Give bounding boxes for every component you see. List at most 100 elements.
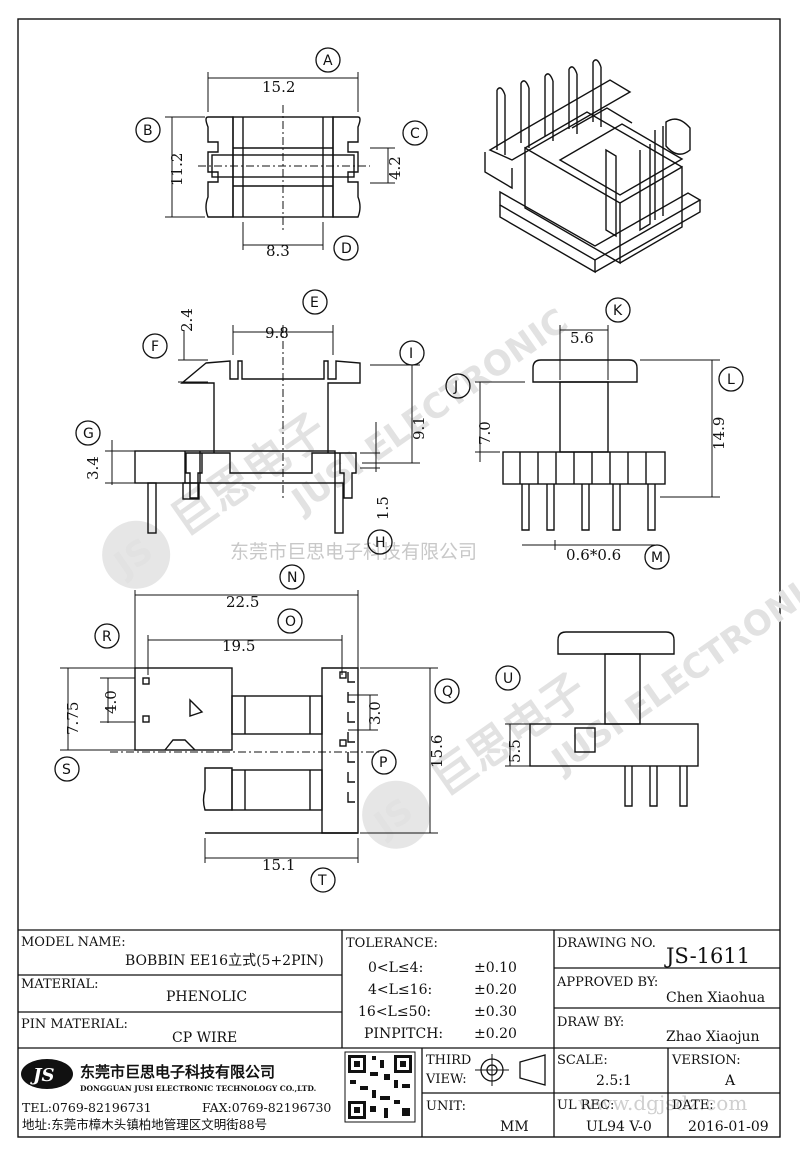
- pin-material-label: PIN MATERIAL:: [21, 1017, 128, 1032]
- bubble-Q-label: Q: [442, 684, 453, 700]
- watermark-electronic: JUSI ELECTRONIC: [283, 301, 575, 522]
- top-view: [198, 105, 370, 230]
- bubble-A: [315, 47, 341, 73]
- company-name-en: DONGGUAN JUSI ELECTRONIC TECHNOLOGY CO.,…: [80, 1084, 316, 1093]
- version-value: A: [724, 1073, 736, 1089]
- title-block: JS: [18, 929, 780, 1137]
- dimension-values: 15.2 11.2 4.2 8.3 9.8 2.4 9.1 3.4 1.5 5.…: [64, 78, 728, 874]
- tolerance-label: TOLERANCE:: [346, 936, 438, 951]
- bubble-H: [367, 529, 393, 555]
- bubble-L-label: L: [727, 372, 735, 388]
- unit-label: UNIT:: [426, 1099, 466, 1114]
- bubble-B-label: B: [143, 123, 153, 139]
- watermark: JS 巨思电子 JUSI ELECTRONIC JS 巨思电子 JUSI ELE…: [102, 301, 800, 1115]
- bubble-F-label: F: [151, 339, 159, 355]
- tolerance-value-1: ±0.10: [474, 960, 517, 976]
- bubble-P-label: P: [379, 755, 387, 771]
- version-label: VERSION:: [671, 1053, 741, 1068]
- dim-Q: 15.6: [428, 735, 446, 768]
- bubble-N-label: N: [287, 570, 297, 586]
- pin-material-value: CP WIRE: [172, 1030, 237, 1046]
- bubble-G: [75, 420, 101, 446]
- company-logo-text: JS: [30, 1065, 55, 1086]
- company-address: 地址:东莞市樟木头镇柏地管理区文明街88号: [22, 1117, 267, 1132]
- dimension-lines: [60, 72, 720, 863]
- dim-G: 3.4: [84, 456, 102, 480]
- ul-rec-value: UL94 V-0: [586, 1119, 652, 1135]
- bubble-I: [399, 340, 425, 366]
- dim-S: 7.75: [64, 702, 82, 735]
- bubble-E: [302, 289, 328, 315]
- bubble-M-label: M: [651, 550, 663, 566]
- bubble-O-label: O: [285, 614, 296, 630]
- dim-T: 15.1: [262, 856, 295, 874]
- sheet-border: [17, 18, 781, 1138]
- dim-R: 4.0: [102, 690, 120, 714]
- tolerance-range-2: 4<L≤16:: [368, 982, 432, 998]
- third-angle-projection-icon: [475, 1054, 546, 1086]
- bubble-K-label: K: [613, 303, 623, 319]
- material-label: MATERIAL:: [21, 977, 98, 992]
- bubble-F: [142, 333, 168, 359]
- dim-B: 11.2: [168, 153, 186, 186]
- dim-K: 5.6: [570, 329, 594, 347]
- tolerance-value-2: ±0.20: [474, 982, 517, 998]
- bubble-S-label: S: [62, 762, 71, 778]
- company-logo: JS: [21, 1059, 73, 1089]
- draw-by-label: DRAW BY:: [557, 1015, 624, 1030]
- title-block-text: MODEL NAME: BOBBIN EE16立式(5+2PIN) MATERI…: [21, 935, 769, 1135]
- bubble-T: [310, 867, 336, 893]
- bubble-U-label: U: [503, 671, 513, 687]
- bubble-U: [495, 665, 521, 691]
- side-view: [502, 359, 666, 531]
- watermark-site: www.dgjsdz.com: [578, 1091, 747, 1115]
- approved-label: APPROVED BY:: [556, 975, 658, 990]
- bottom-view: [110, 667, 380, 834]
- bubble-D-label: D: [341, 241, 352, 257]
- watermark-company: 东莞市巨思电子科技有限公司: [230, 541, 477, 563]
- bubble-B: [135, 117, 161, 143]
- tolerance-range-4: PINPITCH:: [364, 1026, 443, 1042]
- bubble-J: [445, 373, 471, 399]
- bubble-A-label: A: [323, 53, 333, 69]
- tolerance-range-1: 0<L≤4:: [368, 960, 423, 976]
- bubble-O: [277, 608, 303, 634]
- model-name-value: BOBBIN EE16立式(5+2PIN): [125, 953, 324, 969]
- third-view-label-1: THIRD: [426, 1053, 471, 1068]
- scale-value: 2.5:1: [596, 1073, 632, 1089]
- bubble-Q: [434, 678, 460, 704]
- ul-rec-label: UL REC:: [557, 1098, 614, 1113]
- dim-F: 2.4: [178, 308, 196, 332]
- bubble-L: [718, 366, 744, 392]
- draw-by-value: Zhao Xiaojun: [666, 1029, 760, 1045]
- bubble-S: [54, 756, 80, 782]
- tolerance-value-3: ±0.30: [474, 1004, 517, 1020]
- date-label: DATE:: [672, 1098, 714, 1113]
- bubble-C: [402, 120, 428, 146]
- dim-E: 9.8: [265, 324, 289, 342]
- company-name-cn: 东莞市巨思电子科技有限公司: [80, 1063, 275, 1081]
- isometric-view: [484, 59, 702, 274]
- drawing-no-value: JS-1611: [664, 944, 750, 968]
- bubble-D: [333, 235, 359, 261]
- front-view: [134, 325, 361, 534]
- bubble-P: [371, 749, 397, 775]
- dim-D: 8.3: [266, 242, 290, 260]
- bubble-H-label: H: [375, 535, 386, 551]
- dim-P: 3.0: [366, 701, 384, 725]
- bubble-T-label: T: [317, 873, 327, 889]
- callout-bubbles: A B C D E F G H I J K L M N O P Q R S: [54, 47, 744, 893]
- dim-I: 9.1: [410, 416, 428, 440]
- bubble-J-label: J: [453, 379, 458, 395]
- company-tel: TEL:0769-82196731: [22, 1100, 152, 1115]
- material-value: PHENOLIC: [166, 989, 247, 1005]
- scale-label: SCALE:: [557, 1053, 608, 1068]
- unit-value: MM: [500, 1119, 529, 1135]
- tolerance-value-4: ±0.20: [474, 1026, 517, 1042]
- company-fax: FAX:0769-82196730: [202, 1100, 331, 1115]
- dim-L: 14.9: [710, 417, 728, 450]
- bubble-M: [644, 544, 670, 570]
- bubble-E-label: E: [310, 295, 319, 311]
- bubble-N: [279, 564, 305, 590]
